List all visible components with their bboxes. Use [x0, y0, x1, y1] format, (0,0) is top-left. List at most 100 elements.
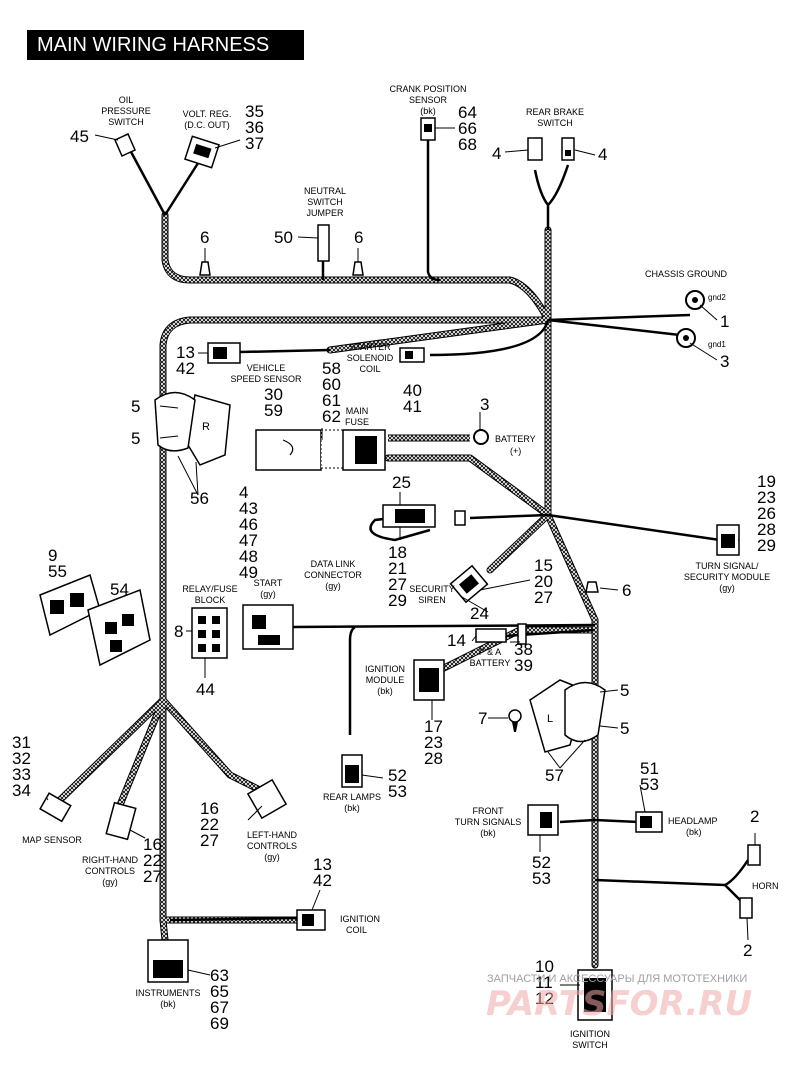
callout-coil-42: 42	[313, 871, 332, 890]
callout-29-tm: 29	[757, 536, 776, 555]
battery-label-2: (+)	[510, 446, 521, 456]
turn-module-label-3: (gy)	[719, 583, 735, 593]
crank-label-2: SENSOR	[409, 95, 448, 105]
relay-fuse-label-2: BLOCK	[195, 595, 226, 605]
lhc-label-2: CONTROLS	[247, 841, 297, 851]
callout-head-53: 53	[640, 775, 659, 794]
neutral-label-1: NEUTRAL	[304, 186, 346, 196]
rear-lamps-label-2: (bk)	[344, 803, 360, 813]
main-fuse	[255, 429, 386, 471]
callout-battery-3: 3	[480, 395, 489, 414]
vss-label-1: VEHICLE	[247, 363, 286, 373]
chassis-ground-terminals	[676, 290, 705, 348]
instruments-label-2: (bk)	[160, 999, 176, 1009]
lhc-connector	[246, 778, 288, 820]
horn-terminals	[739, 844, 761, 919]
callout-50: 50	[274, 228, 293, 247]
callout-32: 32	[12, 749, 31, 768]
ign-switch-label-1: IGNITION	[570, 1029, 610, 1039]
callout-12: 12	[535, 989, 554, 1008]
callout-horn-top: 2	[750, 807, 759, 826]
data-link-label-3: (gy)	[325, 581, 341, 591]
callout-60: 60	[322, 375, 341, 394]
callout-67: 67	[210, 998, 229, 1017]
callout-8: 8	[174, 622, 183, 641]
oil-pressure-label-3: SWITCH	[108, 117, 144, 127]
callout-switch-l-upper: 5	[620, 681, 629, 700]
starter-label-2: SOLENOID	[347, 353, 394, 363]
callout-ground-3: 3	[720, 352, 729, 371]
callout-18: 18	[388, 543, 407, 562]
ignition-coil-connector	[296, 909, 326, 931]
oil-pressure-label-1: OIL	[119, 95, 134, 105]
volt-reg-connector	[184, 135, 220, 169]
callout-66: 66	[458, 119, 477, 138]
headlamp-label-2: (bk)	[686, 827, 702, 837]
chassis-ground-label: CHASSIS GROUND	[645, 269, 728, 279]
callout-switch-r-lower: 5	[131, 429, 140, 448]
instruments-connector	[147, 939, 189, 983]
main-fuse-label-2: FUSE	[345, 417, 369, 427]
component-labels: OIL PRESSURE SWITCH VOLT. REG. (D.C. OUT…	[22, 84, 778, 1050]
callout-rhc-27: 27	[143, 867, 162, 886]
callout-20: 20	[534, 572, 553, 591]
callout-38: 38	[514, 640, 533, 659]
vss-label-2: SPEED SENSOR	[230, 374, 302, 384]
gnd1-label: gnd1	[708, 340, 726, 349]
callout-27-sl: 27	[388, 575, 407, 594]
callout-lhc-27: 27	[200, 831, 219, 850]
callout-55: 55	[48, 562, 67, 581]
callout-brake-right: 4	[598, 145, 607, 164]
callout-48: 48	[239, 547, 258, 566]
neutral-label-3: JUMPER	[306, 208, 344, 218]
callout-35: 35	[245, 102, 264, 121]
watermark: ЗАПЧАСТИ И АКСЕССУАРЫ ДЛЯ МОТОТЕХНИКИ PA…	[486, 973, 752, 1024]
crank-label-3: (bk)	[420, 106, 436, 116]
callout-40: 40	[403, 381, 422, 400]
data-link-label-1: DATA LINK	[311, 559, 356, 569]
loose-connectors-54-55	[39, 573, 151, 667]
callout-65: 65	[210, 982, 229, 1001]
oil-pressure-label-2: PRESSURE	[101, 106, 151, 116]
gnd2-label: gnd2	[708, 293, 726, 302]
callout-61: 61	[322, 391, 341, 410]
lhc-label-1: LEFT-HAND	[247, 830, 298, 840]
callout-brake-left: 4	[492, 144, 501, 163]
siren-label-1: SECURITY	[409, 584, 455, 594]
callout-39: 39	[514, 656, 533, 675]
ign-coil-label-2: COIL	[346, 925, 367, 935]
callout-rhc-16: 16	[143, 835, 162, 854]
neutral-label-2: SWITCH	[307, 197, 343, 207]
callout-54: 54	[110, 580, 129, 599]
callout-62: 62	[322, 407, 341, 426]
oil-pressure-switch	[114, 132, 136, 158]
switch-l-label: L	[547, 713, 553, 725]
callout-68: 68	[458, 135, 477, 154]
callout-14: 14	[447, 631, 466, 650]
rear-brake-switch	[527, 137, 575, 161]
turn-module-label-1: TURN SIGNAL/	[695, 561, 759, 571]
callout-23-im: 23	[424, 733, 443, 752]
neutral-switch-jumper	[317, 224, 330, 262]
screw-7	[508, 709, 522, 732]
callout-36: 36	[245, 118, 264, 137]
starter-label-1: STARTER	[349, 342, 391, 352]
crank-sensor-connector	[420, 117, 436, 141]
ign-module-label-2: MODULE	[366, 675, 405, 685]
callout-lhc-16: 16	[200, 799, 219, 818]
callout-49: 49	[239, 563, 258, 582]
callout-front-53: 53	[532, 869, 551, 888]
callout-clip-a: 6	[200, 228, 209, 247]
siren-connector-25	[382, 504, 466, 528]
instruments-label-1: INSTRUMENTS	[136, 988, 201, 998]
callout-ground-1: 1	[720, 312, 729, 331]
ign-switch-label-2: SWITCH	[572, 1040, 608, 1050]
callout-34: 34	[12, 781, 31, 800]
leader-lines	[45, 127, 756, 986]
callout-vss-13: 13	[176, 343, 195, 362]
callout-44: 44	[196, 680, 215, 699]
callout-switch-l-lower: 5	[620, 719, 629, 738]
callout-19: 19	[757, 472, 776, 491]
turn-module-connector	[716, 524, 740, 556]
callout-29-sl: 29	[388, 591, 407, 610]
